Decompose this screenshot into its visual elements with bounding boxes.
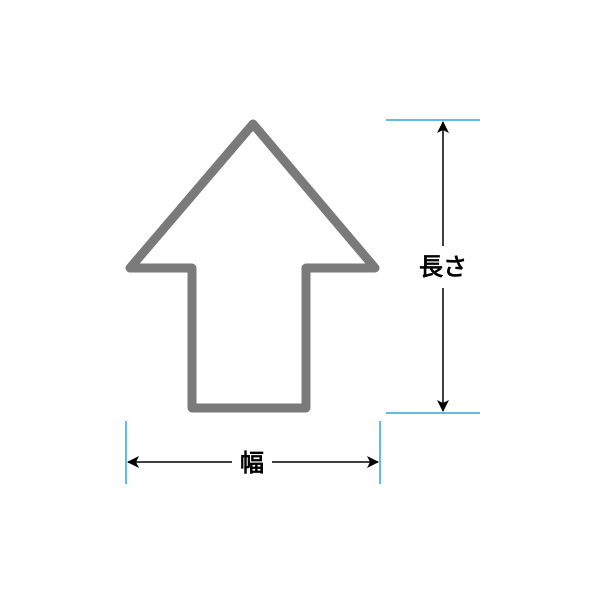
- up-arrow-outline-icon: [125, 119, 380, 413]
- length-label: 長さ: [419, 253, 467, 281]
- width-label: 幅: [240, 449, 264, 477]
